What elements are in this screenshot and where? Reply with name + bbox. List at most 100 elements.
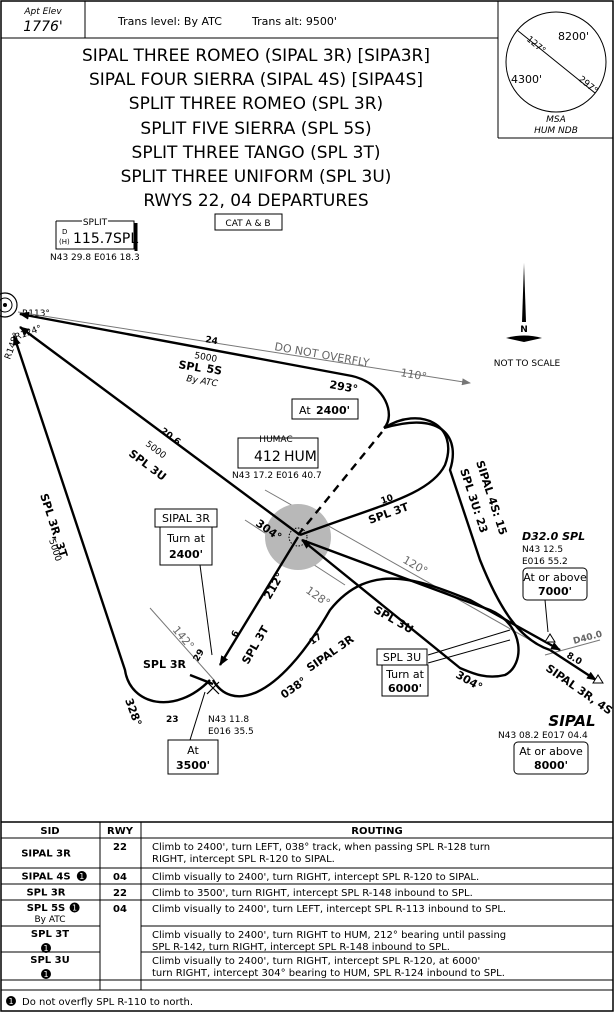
title-line-5: SPLIT THREE TANGO (SPL 3T) — [132, 143, 381, 163]
row-rwy: 04 — [113, 904, 127, 915]
row-sid: SPL 3T — [31, 929, 69, 940]
apt-elev-value: 1776' — [23, 19, 62, 35]
ndb-freq: 412 — [254, 449, 281, 465]
spl3r-label: SPL 3R — [143, 658, 186, 671]
vor-h: (H) — [59, 238, 70, 246]
sipal-coords: N43 08.2 E017 04.4 — [498, 731, 588, 741]
at-3500-alt: 3500' — [176, 759, 210, 772]
route-spl-3u-inbound — [19, 326, 301, 536]
trans-alt: Trans alt: 9500' — [251, 15, 337, 28]
spl3r-distance-29: 29 — [192, 648, 207, 664]
row-rwy: 22 — [113, 888, 127, 899]
sipal-fix-symbol — [592, 674, 604, 684]
row-routing-line: Climb to 2400', turn LEFT, 038° track, w… — [152, 842, 490, 853]
row-routing-line: turn RIGHT, intercept 304° bearing to HU… — [152, 968, 505, 979]
procedure-titles: SIPAL THREE ROMEO (SIPAL 3R) [SIPA3R] SI… — [82, 46, 430, 231]
note-marker-icon — [41, 943, 51, 953]
category-label: CAT A & B — [225, 219, 270, 229]
apt-elev-label: Apt Elev — [23, 7, 62, 17]
heading-328: 328° — [122, 697, 144, 728]
ndb-ident: HUM — [284, 449, 317, 465]
route-spl-3t-212 — [218, 536, 300, 666]
row-routing-line: Climb visually to 2400', turn LEFT, inte… — [152, 904, 506, 915]
spl5s-distance: 24 — [204, 335, 218, 347]
table-row: SPL 5S 1 By ATC 04 Climb visually to 2400', … — [27, 902, 506, 925]
row-routing-line: RIGHT, intercept SPL R-120 to SIPAL. — [152, 854, 335, 865]
row-note: 1 — [72, 904, 77, 913]
heading-128: 128° — [303, 584, 332, 610]
radial-110-label: 110° — [399, 366, 427, 383]
route-spl-3r-rwy22 — [189, 673, 214, 686]
col-header-routing: ROUTING — [351, 826, 402, 837]
vor-ident: SPL — [113, 231, 138, 247]
spl3t-near-label: SPL 3T — [239, 623, 271, 666]
above-7000-alt: 7000' — [538, 585, 572, 598]
route-turn-loop-3t — [299, 417, 450, 537]
col-header-rwy: RWY — [107, 826, 134, 837]
at-2400-prefix: At — [299, 404, 311, 417]
row-sid: SIPAL 4S — [21, 872, 70, 883]
note-marker-icon — [41, 969, 51, 979]
msa-navaid: HUM NDB — [534, 126, 578, 136]
row-note: 1 — [79, 872, 84, 881]
above-8000-text: At or above — [519, 745, 583, 758]
msa-bearing-1: 127° — [524, 35, 547, 57]
ndb-coords: N43 17.2 E016 40.7 — [232, 471, 322, 481]
header: Apt Elev 1776' Trans level: By ATC Trans… — [1, 1, 613, 139]
heading-038: 038° — [278, 674, 309, 701]
title-line-4: SPLIT FIVE SIERRA (SPL 5S) — [140, 119, 371, 139]
route-sipal-3r — [211, 577, 561, 698]
msa-alt-north: 8200' — [558, 30, 589, 43]
sipal3r-distance-17: 17 — [308, 632, 324, 647]
heading-212: 212° — [261, 570, 286, 601]
heading-120: 120° — [401, 553, 430, 578]
d40-label: D40.0 — [572, 630, 603, 647]
title-line-2: SIPAL FOUR SIERRA (SIPAL 4S) [SIPA4S] — [89, 70, 423, 90]
footnote-marker: 1 — [8, 997, 13, 1006]
row-sid: SPL 5S — [27, 903, 66, 914]
spl3u-turn-alt: 6000' — [388, 682, 422, 695]
route-spl-5s — [19, 311, 391, 429]
notice-boxes: SIPAL 3R Turn at 2400' HUMAC 412 HUM N43… — [154, 435, 604, 775]
spl-vor-symbol: R113° R124° R148° — [0, 292, 50, 361]
sipal3r-turn-at: Turn at — [166, 532, 206, 545]
spl3u-box-title: SPL 3U — [383, 651, 421, 664]
footnote-marker-icon — [6, 996, 16, 1006]
above-8000-alt: 8000' — [534, 759, 568, 772]
row-sid-sub: By ATC — [34, 915, 65, 925]
msa-label: MSA — [546, 115, 566, 125]
not-to-scale: NOT TO SCALE — [494, 359, 561, 369]
spl3t-distance: 10 — [380, 493, 395, 507]
vor-freq: 115.7 — [73, 231, 113, 247]
row-sid: SIPAL 3R — [21, 849, 71, 860]
row-note: 1 — [43, 970, 48, 979]
route-to-sipal — [549, 648, 597, 682]
at-2400-alt: 2400' — [316, 404, 350, 417]
at-3500-prefix: At — [187, 744, 199, 757]
row-rwy: 22 — [113, 842, 127, 853]
title-line-1: SIPAL THREE ROMEO (SIPAL 3R) [SIPA3R] — [82, 46, 430, 66]
at-2400-box — [291, 398, 359, 420]
heading-142: 142° — [170, 624, 197, 653]
spl3u-turn-at: Turn at — [385, 668, 425, 681]
row-routing-line: Climb visually to 2400', turn RIGHT to H… — [152, 930, 506, 941]
route-spl-3u — [301, 538, 520, 678]
route-spl-3r-3t — [12, 335, 211, 704]
table-row: SIPAL 4S 1 04 Climb visually to 2400', turn… — [21, 871, 479, 883]
d32-lon: E016 55.2 — [522, 557, 568, 567]
heading-293: 293° — [328, 378, 358, 396]
title-line-7: RWYS 22, 04 DEPARTURES — [143, 191, 368, 211]
msa-diagram: 127° 297° 8200' 4300' MSA HUM NDB — [505, 11, 607, 136]
vor-coords: N43 29.8 E016 18.3 — [50, 253, 140, 263]
hum-ndb-symbol — [288, 527, 308, 547]
ndb-name: HUMAC — [259, 435, 292, 445]
table-rows: SIPAL 3R 22 Climb to 2400', turn LEFT, 038… — [1, 842, 613, 981]
row-routing-line: Climb visually to 2400', turn RIGHT, int… — [152, 872, 479, 883]
row-rwy: 04 — [113, 872, 127, 883]
north-arrow: N NOT TO SCALE — [494, 263, 561, 369]
spl3r-distance-23: 23 — [166, 715, 179, 725]
